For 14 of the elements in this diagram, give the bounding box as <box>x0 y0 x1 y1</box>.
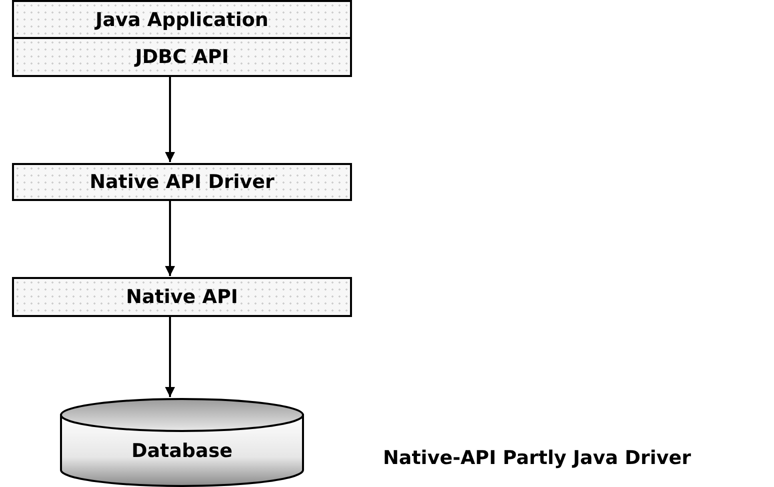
node-label: JDBC API <box>135 46 229 68</box>
process-box <box>12 277 352 317</box>
arrow <box>165 317 175 397</box>
node-label: Native API Driver <box>90 171 274 193</box>
process-box <box>12 37 352 77</box>
process-box <box>12 163 352 201</box>
process-box <box>12 0 352 39</box>
node-label: Database <box>131 440 233 462</box>
node-label: Native API <box>126 286 238 308</box>
node-label: Java Application <box>96 8 268 30</box>
arrow <box>165 201 175 276</box>
arrow <box>165 77 175 162</box>
database-cylinder <box>60 398 304 486</box>
caption: Native-API Partly Java Driver <box>383 447 691 469</box>
